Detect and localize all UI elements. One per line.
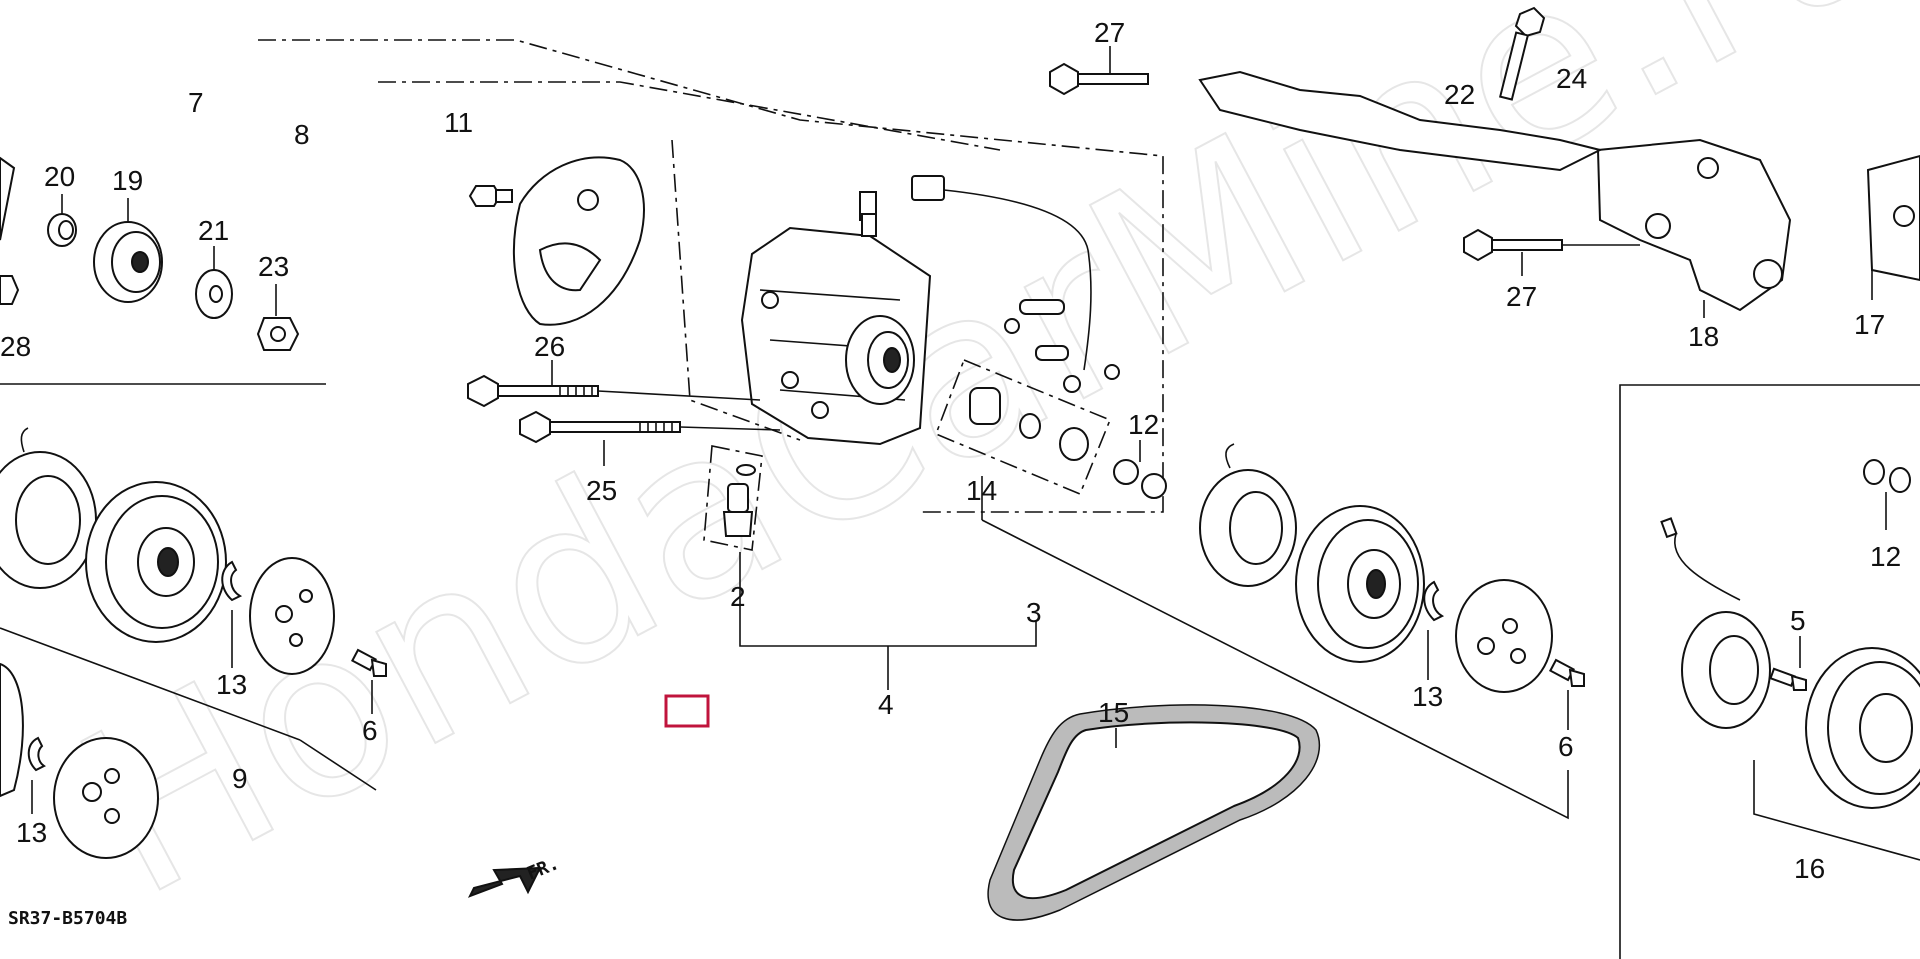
part-12-orings-center xyxy=(1113,459,1167,499)
callout-16: 16 xyxy=(1794,853,1825,884)
right-thermal-wire xyxy=(1660,517,1741,601)
part-15-drive-belt xyxy=(987,704,1321,921)
part-19-idler-pulley xyxy=(93,221,163,303)
part-28-bolt xyxy=(0,275,20,305)
left-snap-ring xyxy=(221,560,243,602)
part-2-relief-valve xyxy=(703,445,763,551)
part-18-bracket xyxy=(1596,138,1792,312)
right-pulley xyxy=(1805,647,1920,809)
center-field-coil xyxy=(1199,443,1297,587)
part-12-orings-right xyxy=(1863,459,1911,493)
left-lower-coil xyxy=(0,662,24,798)
callout-13-left: 13 xyxy=(216,669,247,700)
left-armature-plate xyxy=(249,557,335,675)
part-25-bolt xyxy=(519,410,681,444)
callout-17: 17 xyxy=(1854,309,1885,340)
callout-4: 4 xyxy=(878,689,894,720)
callout-15: 15 xyxy=(1098,697,1129,728)
callout-2: 2 xyxy=(730,581,746,612)
callout-25: 25 xyxy=(586,475,617,506)
callout-3: 3 xyxy=(1026,597,1042,628)
callout-11: 11 xyxy=(444,107,473,138)
leader-25-compressor xyxy=(679,426,781,431)
part-27-bolt-lower xyxy=(1463,228,1640,262)
callout-12-center: 12 xyxy=(1128,409,1159,440)
right-bolt-5 xyxy=(1769,667,1807,691)
callout-19: 19 xyxy=(112,165,143,196)
callout-13-lower: 13 xyxy=(16,817,47,848)
callout-24: 24 xyxy=(1556,63,1587,94)
front-marker-label: FR. xyxy=(524,853,562,885)
left-pulley xyxy=(85,481,227,643)
callout-14: 14 xyxy=(966,475,997,506)
left-bolt-6 xyxy=(351,648,387,677)
leader-26-compressor xyxy=(597,390,761,401)
callout-26: 26 xyxy=(534,331,565,362)
diagram-code: SR37-B5704B xyxy=(8,908,127,929)
leader-left-9 xyxy=(0,627,301,741)
leader-center-assembly xyxy=(981,519,1569,820)
divider-right-box xyxy=(1619,384,1920,959)
center-snap-ring xyxy=(1423,580,1445,622)
callout-23: 23 xyxy=(258,251,289,282)
assembly-boundary-top xyxy=(258,39,1164,513)
left-field-coil xyxy=(0,427,97,589)
part-14-seal-kit xyxy=(934,358,1112,496)
center-pulley xyxy=(1295,505,1425,663)
part-26-bolt xyxy=(467,374,599,408)
part-21-washer xyxy=(195,269,233,319)
clutch-cover xyxy=(513,156,645,326)
part-27-bolt-top xyxy=(1049,62,1149,96)
callout-27-lower: 27 xyxy=(1506,281,1537,312)
leader-left-6 xyxy=(299,739,377,791)
callout-20: 20 xyxy=(44,161,75,192)
right-field-coil xyxy=(1681,611,1771,729)
callout-21: 21 xyxy=(198,215,229,246)
callout-27-top: 27 xyxy=(1094,17,1125,48)
compressor-body xyxy=(740,191,932,446)
center-armature-plate xyxy=(1455,579,1553,693)
thermal-switch-harness xyxy=(911,175,1120,393)
cover-bolt xyxy=(468,185,513,207)
callout-28: 28 xyxy=(0,331,31,362)
engine-mount-top xyxy=(1198,70,1603,172)
callout-18: 18 xyxy=(1688,321,1719,352)
callout-13-center: 13 xyxy=(1412,681,1443,712)
callout-5: 5 xyxy=(1790,605,1806,636)
front-arrow-icon: FR. xyxy=(467,853,562,898)
callout-6-center: 6 xyxy=(1558,731,1574,762)
assembly-boundary-inner xyxy=(378,81,1001,151)
bracket-left-edge xyxy=(0,156,16,241)
callout-7: 7 xyxy=(188,87,204,118)
callout-9: 9 xyxy=(232,763,248,794)
left-lower-snap-ring xyxy=(27,736,46,772)
leader-right-16 xyxy=(1753,760,1920,861)
part-17-bracket xyxy=(1866,154,1920,282)
part-24-bolt xyxy=(1498,6,1546,101)
callout-22: 22 xyxy=(1444,79,1475,110)
callout-12-right: 12 xyxy=(1870,541,1901,572)
left-lower-plate xyxy=(53,737,159,859)
part-23-nut xyxy=(256,317,300,351)
center-bolt-6 xyxy=(1549,658,1585,687)
part-20-collar xyxy=(47,213,77,247)
callout-8: 8 xyxy=(294,119,310,150)
highlight-marker xyxy=(664,694,710,728)
callout-6-left: 6 xyxy=(362,715,378,746)
